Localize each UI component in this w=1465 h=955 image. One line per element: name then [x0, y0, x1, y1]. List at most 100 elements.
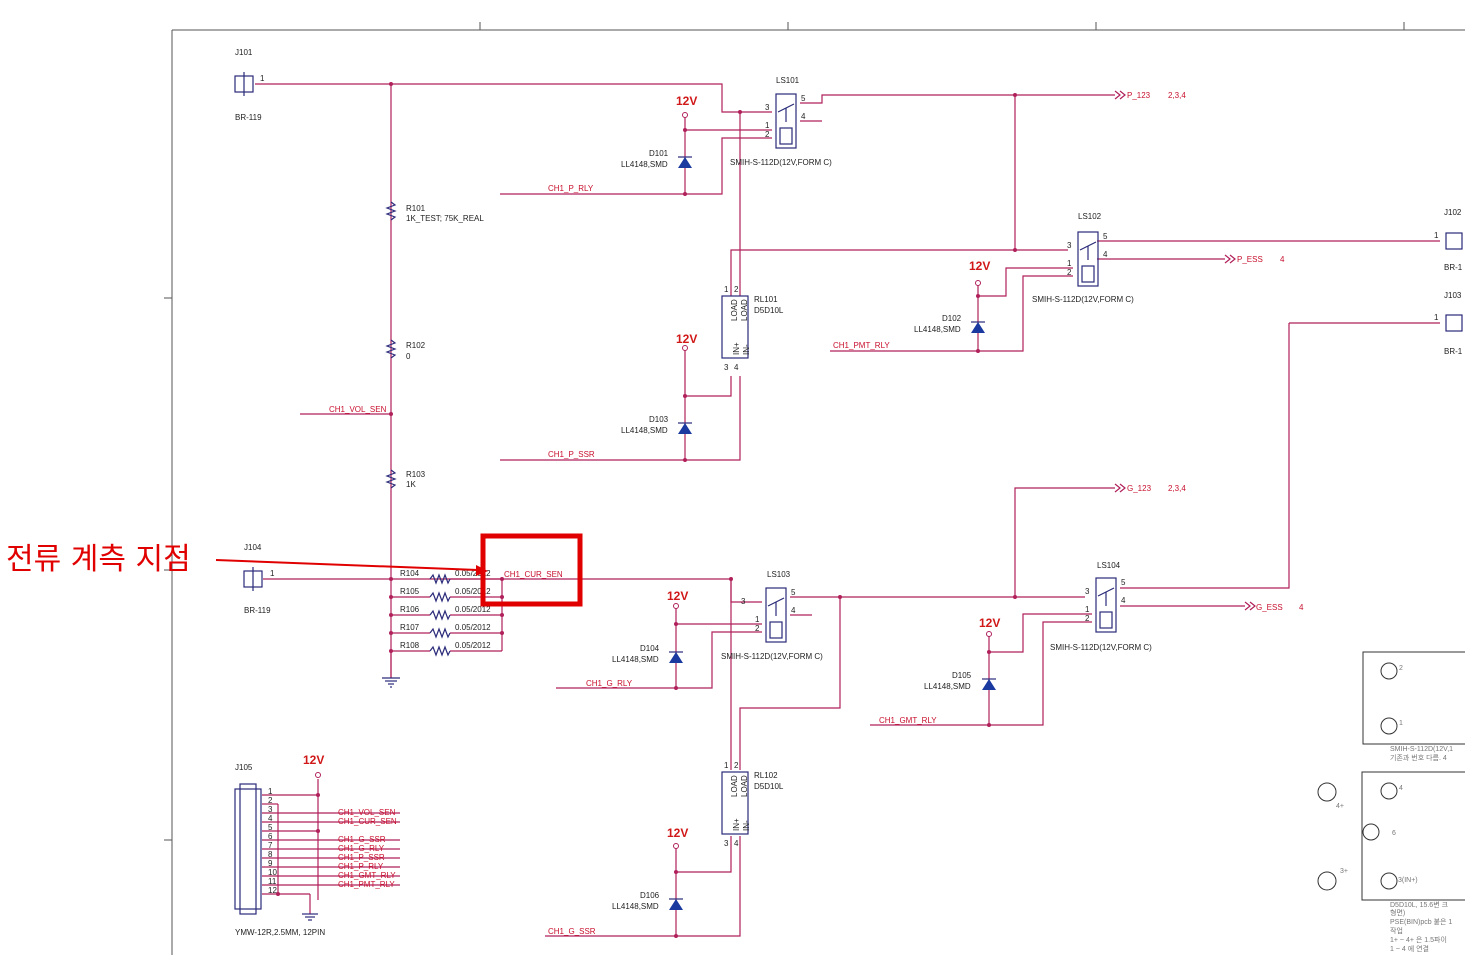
- svg-text:4: 4: [791, 606, 796, 615]
- relay-ls102: LS102 SMIH-S-112D(12V,FORM C) 54 312: [1032, 212, 1134, 304]
- d105-part: LL4148,SMD: [924, 682, 971, 691]
- svg-text:4: 4: [1121, 596, 1126, 605]
- svg-text:4: 4: [734, 839, 739, 848]
- offpage-connectors: P_123 2,3,4 P_ESS 4 G_123 2,3,4 G_ESS 4: [1114, 90, 1304, 612]
- offpage-p-123-sheets: 2,3,4: [1168, 91, 1186, 100]
- ls104-part: SMIH-S-112D(12V,FORM C): [1050, 643, 1152, 652]
- j103-part: BR-1: [1444, 347, 1463, 356]
- svg-text:4: 4: [801, 112, 806, 121]
- r103-ref: R103: [406, 470, 426, 479]
- svg-text:5: 5: [1103, 232, 1108, 241]
- rl101-inpos: IN+: [732, 342, 741, 355]
- fp-note: 1+ ~ 4+ 은 1.5파이: [1390, 935, 1447, 944]
- rl102-load1: LOAD: [730, 775, 739, 797]
- j105-net: CH1_P_RLY: [338, 862, 384, 871]
- svg-text:5: 5: [1121, 578, 1126, 587]
- svg-text:3: 3: [1085, 587, 1090, 596]
- r107-value: 0.05/2012: [455, 623, 491, 632]
- j105-part: YMW-12R,2.5MM, 12PIN: [235, 928, 325, 937]
- j105-pin: 12: [268, 886, 277, 895]
- rl102-inneg: IN-: [742, 820, 751, 831]
- net-ch1-p-ssr: CH1_P_SSR: [548, 450, 595, 459]
- annotation-text: 전류 계측 지점: [6, 542, 191, 577]
- j105-pin-labels: 1 2 3 4 5 6 7 8 9 10 11 12: [268, 787, 277, 895]
- fp-pin: 3(IN+): [1398, 877, 1418, 884]
- r106-value: 0.05/2012: [455, 605, 491, 614]
- svg-text:1: 1: [1085, 605, 1090, 614]
- rl102-part: D5D10L: [754, 782, 784, 791]
- r102-value: 0: [406, 352, 411, 361]
- fp-note: 형면): [1390, 908, 1405, 917]
- d102-part: LL4148,SMD: [914, 325, 961, 334]
- svg-text:2: 2: [765, 130, 770, 139]
- j102-ref: J102: [1444, 208, 1462, 217]
- j101-pin: 1: [260, 74, 265, 83]
- r101-value: 1K_TEST; 75K_REAL: [406, 214, 484, 223]
- j101-part: BR-119: [235, 113, 262, 122]
- relay-ls101: LS101 SMIH-S-112D(12V,FORM C) 54 312: [730, 76, 832, 167]
- d104-part: LL4148,SMD: [612, 655, 659, 664]
- wires: [255, 83, 1440, 937]
- j105-pin: 11: [268, 877, 277, 886]
- rl101-load1: LOAD: [730, 299, 739, 321]
- power-12v: 12V: [979, 616, 1000, 630]
- fp-note: 기존과 번호 다름. 4: [1390, 753, 1447, 762]
- power-12v: 12V: [676, 94, 697, 108]
- svg-text:2: 2: [734, 285, 739, 294]
- diode-d104: D104 LL4148,SMD: [612, 644, 683, 664]
- fp-note: PSE(BIN)pcb 붙은 1: [1390, 918, 1452, 926]
- fp-pin: 6: [1392, 830, 1396, 837]
- fp-pin: 2: [1399, 665, 1403, 672]
- svg-text:2: 2: [734, 761, 739, 770]
- r104-value: 0.05/2012: [455, 569, 491, 578]
- rl102-inpos: IN+: [732, 818, 741, 831]
- svg-text:3: 3: [1067, 241, 1072, 250]
- power-12v: 12V: [969, 259, 990, 273]
- j105-net: CH1_G_RLY: [338, 844, 385, 853]
- ls101-part: SMIH-S-112D(12V,FORM C): [730, 158, 832, 167]
- d102-ref: D102: [942, 314, 962, 323]
- j105-pin: 9: [268, 859, 273, 868]
- r107-ref: R107: [400, 623, 420, 632]
- r102-ref: R102: [406, 341, 426, 350]
- diode-d103: D103 LL4148,SMD: [621, 415, 692, 435]
- net-ch1-vol-sen: CH1_VOL_SEN: [329, 405, 387, 414]
- j101-ref: J101: [235, 48, 253, 57]
- fp-pin: 4: [1399, 785, 1403, 792]
- r101-ref: R101: [406, 204, 426, 213]
- resistor-r101: R101 1K_TEST; 75K_REAL: [385, 201, 484, 223]
- d103-ref: D103: [649, 415, 669, 424]
- d101-part: LL4148,SMD: [621, 160, 668, 169]
- ls103-part: SMIH-S-112D(12V,FORM C): [721, 652, 823, 661]
- diode-d106: D106 LL4148,SMD: [612, 891, 683, 911]
- j104-pin: 1: [270, 569, 275, 578]
- j104-part: BR-119: [244, 606, 271, 615]
- svg-text:2: 2: [755, 624, 760, 633]
- fp-note: D5D10L, 15.6변 크: [1390, 901, 1449, 909]
- r104-ref: R104: [400, 569, 420, 578]
- j105-pin: 6: [268, 832, 273, 841]
- ls101-ref: LS101: [776, 76, 800, 85]
- j105-net: CH1_CUR_SEN: [338, 817, 397, 826]
- r105-ref: R105: [400, 587, 420, 596]
- j105-pin: 3: [268, 805, 273, 814]
- svg-text:5: 5: [801, 94, 806, 103]
- svg-text:4: 4: [1103, 250, 1108, 259]
- svg-text:1: 1: [755, 615, 760, 624]
- power-12v: 12V: [667, 826, 688, 840]
- rl101-load2: LOAD: [740, 299, 749, 321]
- j105-pin: 1: [268, 787, 273, 796]
- ls102-ref: LS102: [1078, 212, 1102, 221]
- ls104-ref: LS104: [1097, 561, 1121, 570]
- j103-pin: 1: [1434, 313, 1439, 322]
- j105-pin: 5: [268, 823, 273, 832]
- d103-part: LL4148,SMD: [621, 426, 668, 435]
- offpage-g-123-sheets: 2,3,4: [1168, 484, 1186, 493]
- offpage-p-123: P_123: [1127, 91, 1151, 100]
- rl102-ref: RL102: [754, 771, 778, 780]
- diode-d101: D101 LL4148,SMD: [621, 149, 692, 169]
- svg-text:3: 3: [765, 103, 770, 112]
